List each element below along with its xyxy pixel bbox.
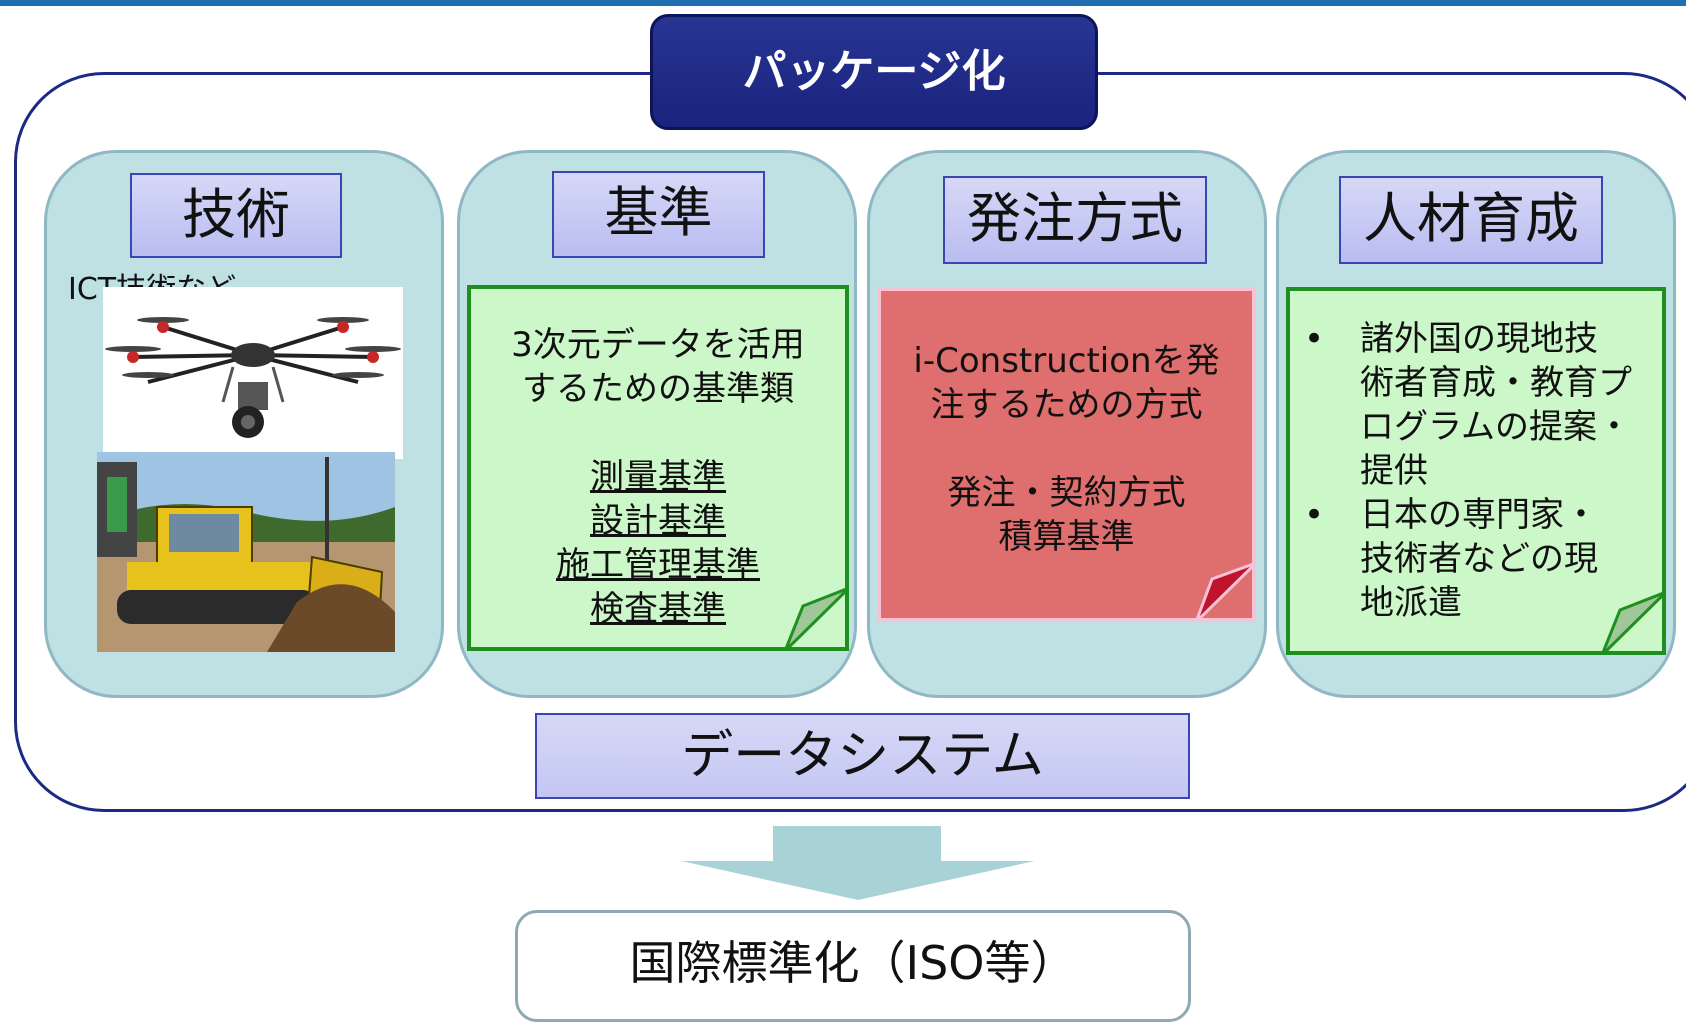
hr-bullet-local-training: 諸外国の現地技 術者育成・教育プ ログラムの提案・ 提供 xyxy=(1290,317,1656,493)
standard-item-survey: 測量基準 xyxy=(590,457,726,497)
top-accent-bar xyxy=(0,0,1686,6)
hr-bullet-expert-dispatch: 日本の専門家・ 技術者などの現 地派遣 xyxy=(1290,493,1656,625)
standards-note: 3次元データを活用 するための基準類 測量基準 設計基準 施工管理基準 検査基準 xyxy=(467,285,849,651)
human-resources-note-fold xyxy=(1602,592,1666,655)
label-human-resources: 人材育成 xyxy=(1339,176,1603,264)
human-resources-note: 諸外国の現地技 術者育成・教育プ ログラムの提案・ 提供 日本の専門家・ 技術者… xyxy=(1286,287,1666,655)
drone-photo xyxy=(103,287,403,459)
international-standardization-box: 国際標準化（ISO等） xyxy=(515,910,1191,1022)
data-system-label: データシステム xyxy=(535,713,1190,799)
standard-item-design: 設計基準 xyxy=(590,501,726,541)
ordering-note-fold xyxy=(1196,563,1256,622)
label-standards: 基準 xyxy=(552,171,765,258)
standard-item-construction-management: 施工管理基準 xyxy=(556,545,760,585)
drone-icon xyxy=(105,317,401,438)
bulldozer-photo xyxy=(97,452,395,652)
ordering-item-estimation: 積算基準 xyxy=(998,517,1135,557)
ordering-note: i-Constructionを発 注するための方式 発注・契約方式 積算基準 xyxy=(877,287,1256,622)
label-ordering: 発注方式 xyxy=(943,176,1207,264)
ordering-intro-line-1: i-Constructionを発 xyxy=(913,341,1220,381)
package-title: パッケージ化 xyxy=(650,14,1098,130)
standards-note-fold xyxy=(785,588,849,651)
ordering-item-contract: 発注・契約方式 xyxy=(947,473,1186,513)
standards-intro-line-2: するための基準類 xyxy=(522,369,794,409)
label-technology: 技術 xyxy=(130,173,342,258)
standard-item-inspection: 検査基準 xyxy=(590,589,726,629)
down-arrow-icon xyxy=(671,824,1045,903)
standards-intro-line-1: 3次元データを活用 xyxy=(511,325,805,365)
ordering-intro-line-2: 注するための方式 xyxy=(930,385,1203,425)
bulldozer-icon xyxy=(97,452,395,652)
